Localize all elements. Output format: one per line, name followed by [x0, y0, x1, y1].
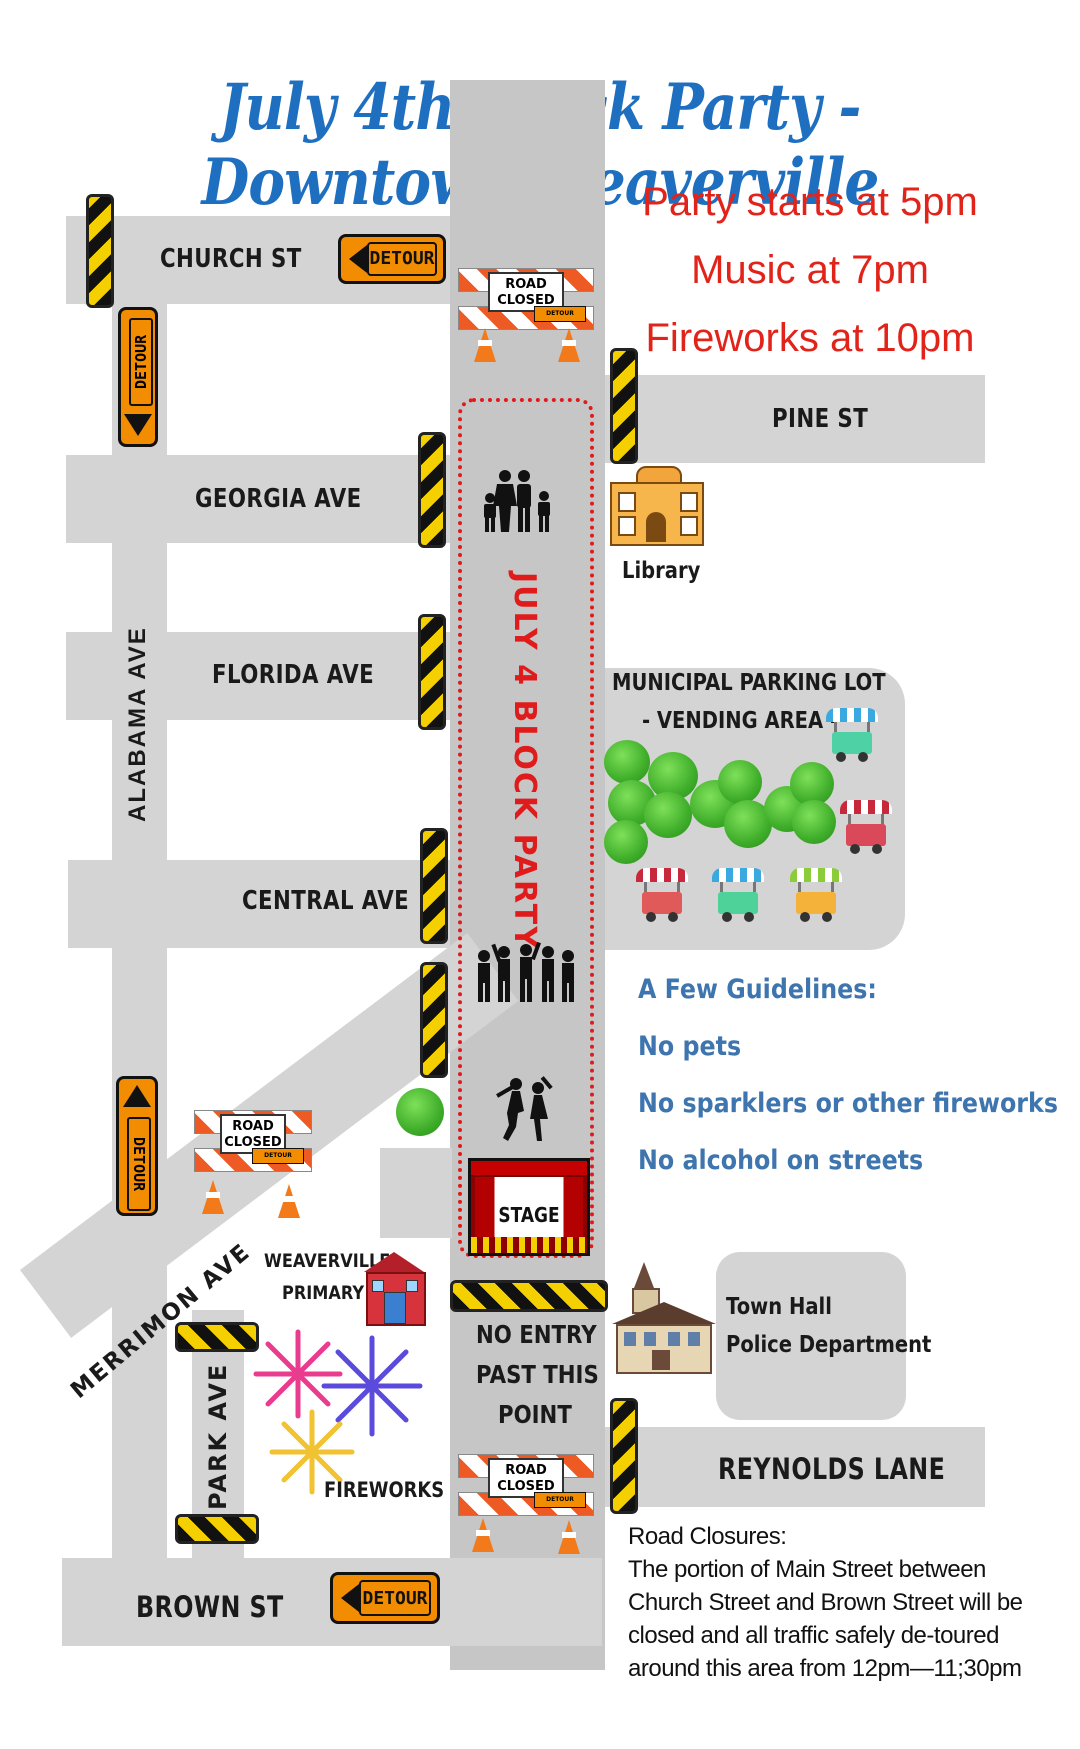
mini-detour: DETOUR	[534, 306, 586, 322]
schedule-music: Music at 7pm	[691, 248, 929, 292]
vendor-cart-icon	[840, 800, 892, 858]
road-closed-text: CLOSED	[497, 293, 555, 308]
detour-sign-alabama-south: DETOUR	[116, 1076, 158, 1216]
tree-icon	[790, 762, 834, 806]
block-party-zone	[458, 398, 594, 1258]
parking-lot-label: MUNICIPAL PARKING LOT	[612, 670, 886, 696]
police-department-label: Police Department	[726, 1332, 932, 1358]
barrier-church-west	[86, 194, 114, 308]
detour-sign-church: DETOUR	[338, 234, 446, 284]
vending-area-label: - VENDING AREA -	[642, 708, 839, 734]
guidelines-heading: A Few Guidelines:	[638, 974, 877, 1005]
alabama-ave-label: ALABAMA AVE	[124, 626, 151, 822]
schedule-start: Party starts at 5pm	[642, 180, 978, 224]
crowd-icon	[478, 942, 574, 1002]
road-closed-text: ROAD	[232, 1119, 274, 1134]
tree-icon	[644, 792, 692, 838]
central-ave-label: CENTRAL AVE	[242, 886, 410, 916]
road-closures-heading: Road Closures:	[628, 1523, 787, 1550]
road-closed-text: ROAD	[505, 1463, 547, 1478]
road-closed-text: ROAD	[505, 277, 547, 292]
town-hall-label: Town Hall	[726, 1294, 832, 1320]
fireworks-label: FIREWORKS	[324, 1478, 445, 1502]
barrier-no-entry	[450, 1280, 608, 1312]
tree-icon	[604, 740, 650, 784]
park-ave-label: PARK AVE	[204, 1362, 232, 1510]
town-hall-lot	[716, 1252, 906, 1420]
school-label-line2: PRIMARY	[282, 1282, 365, 1304]
vendor-cart-icon	[790, 868, 842, 926]
reynolds-lane-road	[605, 1427, 985, 1507]
barrier-park-south	[175, 1514, 259, 1544]
brown-st-label: BROWN ST	[136, 1590, 284, 1624]
town-hall-icon	[612, 1262, 716, 1374]
tree-icon	[718, 760, 762, 804]
georgia-ave-label: GEORGIA AVE	[195, 484, 362, 514]
vendor-cart-icon	[712, 868, 764, 926]
barrier-merrimon	[420, 962, 448, 1078]
road-closures-notice: Road Closures: The portion of Main Stree…	[628, 1520, 1028, 1685]
detour-sign-brown: DETOUR	[330, 1572, 440, 1624]
barrier-florida	[418, 614, 446, 730]
tree-icon	[396, 1088, 444, 1136]
church-st-label: CHURCH ST	[160, 244, 302, 274]
mini-detour: DETOUR	[252, 1148, 304, 1164]
stage-label: STAGE	[498, 1203, 560, 1227]
tree-icon	[792, 800, 836, 844]
barrier-park-north	[175, 1322, 259, 1352]
barrier-reynolds	[610, 1398, 638, 1514]
road-closures-body: The portion of Main Street between Churc…	[628, 1556, 1023, 1682]
detour-label: DETOUR	[367, 241, 437, 277]
guideline-item: No sparklers or other fireworks	[638, 1088, 1058, 1119]
vendor-cart-icon	[636, 868, 688, 926]
reynolds-lane-label: REYNOLDS LANE	[718, 1452, 946, 1486]
pine-st-label: PINE ST	[772, 404, 869, 434]
detour-sign-alabama-north: DETOUR	[118, 307, 158, 447]
guideline-item: No pets	[638, 1031, 742, 1062]
georgia-ave-road	[66, 455, 450, 543]
library-icon	[610, 466, 704, 546]
school-label-line1: WEAVERVILLE	[264, 1250, 391, 1272]
road-closed-text: CLOSED	[224, 1135, 282, 1150]
florida-ave-label: FLORIDA AVE	[212, 660, 375, 690]
fireworks-icon	[253, 1329, 423, 1495]
stage: STAGE	[468, 1158, 590, 1256]
barrier-central	[420, 828, 448, 944]
no-entry-line3: POINT	[498, 1400, 572, 1429]
barrier-pine	[610, 348, 638, 464]
detour-label: DETOUR	[129, 318, 153, 406]
family-icon	[484, 470, 550, 532]
mini-detour: DETOUR	[534, 1492, 586, 1508]
no-entry-line1: NO ENTRY	[476, 1320, 597, 1349]
schedule-fireworks: Fireworks at 10pm	[645, 316, 975, 360]
road-closed-text: CLOSED	[497, 1479, 555, 1494]
merrimon-connector	[380, 1148, 452, 1238]
detour-label: DETOUR	[359, 1579, 431, 1617]
pine-st-road	[605, 375, 985, 463]
barrier-georgia	[418, 432, 446, 548]
vendor-cart-icon	[826, 708, 878, 766]
library-label: Library	[622, 558, 701, 584]
dancers-icon	[496, 1076, 553, 1141]
florida-ave-road	[66, 632, 450, 720]
tree-icon	[604, 820, 648, 864]
guideline-item: No alcohol on streets	[638, 1145, 924, 1176]
central-ave-road	[68, 860, 450, 948]
detour-label: DETOUR	[127, 1117, 151, 1211]
no-entry-line2: PAST THIS	[476, 1360, 599, 1389]
school-icon	[358, 1252, 430, 1326]
block-party-label: JULY 4 BLOCK PARTY	[507, 572, 542, 950]
